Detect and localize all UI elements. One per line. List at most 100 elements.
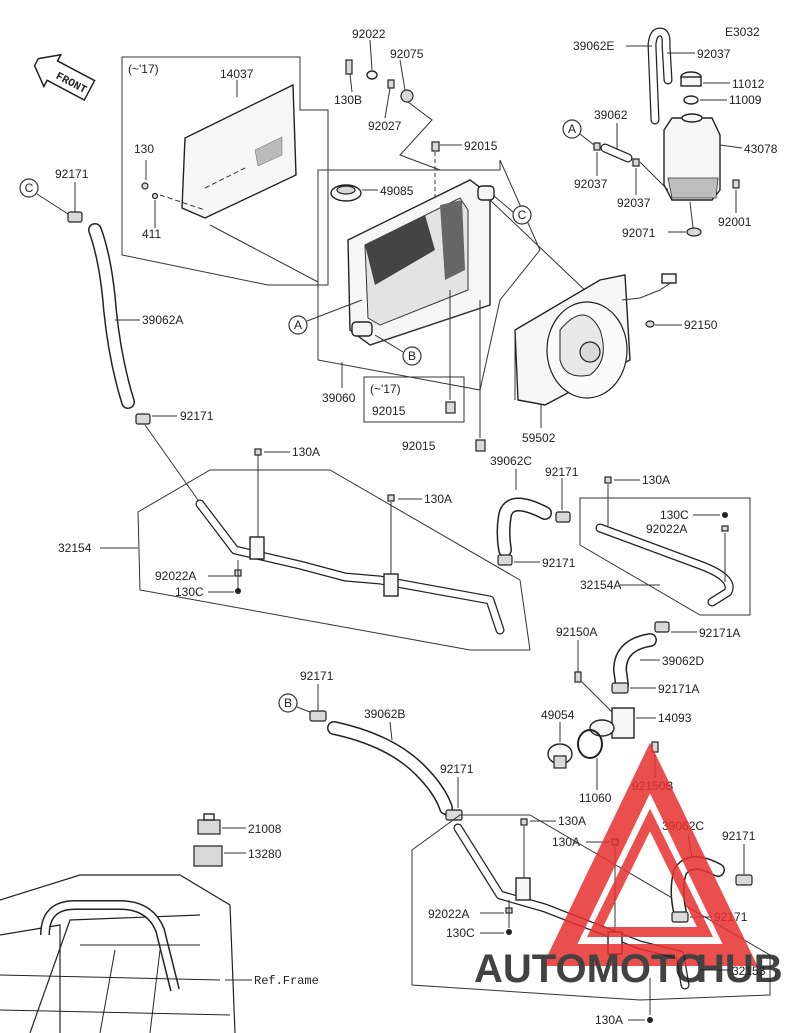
fan-connector (661, 273, 677, 284)
bolt-130A-3 (604, 476, 612, 484)
hose-39062C-top (496, 497, 552, 557)
front-arrow: FRONT (33, 53, 96, 102)
label-11060: 11060 (579, 791, 612, 805)
pipe-32154A-outline (579, 497, 751, 616)
label-39060: 39060 (322, 391, 356, 405)
radiator-14 (347, 179, 495, 346)
label-11009: 11009 (729, 93, 762, 107)
callout-b-lower: B (278, 693, 298, 713)
label-92171-b3: 92171 (722, 829, 756, 843)
frame-reference (0, 874, 236, 1033)
clip-92037-mid (632, 158, 640, 167)
label-130A-4: 130A (558, 814, 586, 828)
svg-text:A: A (568, 122, 576, 136)
callout-b-radiator: B (402, 346, 422, 366)
reservoir-tank-43078 (663, 113, 721, 201)
label-92022A-1: 92022A (155, 569, 196, 583)
label-130B: 130B (334, 93, 362, 107)
label-92171-b1: 92171 (300, 669, 334, 683)
svg-text:B: B (284, 696, 292, 710)
label-92037-mid: 92037 (617, 196, 651, 210)
watermark-text-dark: HUB (696, 947, 783, 991)
grommet-92075 (400, 89, 414, 103)
hose-39062B (327, 721, 453, 815)
label-92150A: 92150A (556, 625, 597, 639)
watermark-logo: AUTOMOTO HUB (474, 742, 783, 991)
clamp-92171-c2 (497, 554, 513, 566)
label-39062E: 39062E (573, 39, 614, 53)
label-92027: 92027 (368, 119, 402, 133)
clamp-92171-b3 (735, 874, 753, 886)
label-39062D: 39062D (662, 654, 704, 668)
label-39062C-top: 39062C (490, 454, 532, 468)
bolt-130B (345, 59, 353, 75)
nut-130C-3 (506, 929, 512, 935)
washer-92022A-2 (721, 525, 729, 532)
label-92171-b2: 92171 (440, 762, 474, 776)
label-14037: 14037 (220, 67, 254, 81)
label-92022A-2: 92022A (646, 522, 687, 536)
label-92171A-2: 92171A (658, 682, 699, 696)
label-92075: 92075 (390, 47, 424, 61)
bolt-130A-4 (520, 818, 528, 826)
pipe-32153-outline (411, 814, 771, 1001)
label-ref-frame: Ref.Frame (254, 974, 319, 988)
label-11012: 11012 (732, 77, 765, 91)
label-411: 411 (142, 227, 161, 241)
clamp-92171A-1 (654, 621, 670, 633)
clip-92150 (645, 320, 655, 328)
label-92150: 92150 (684, 318, 718, 332)
thermostat-49054 (547, 743, 573, 769)
svg-text:C: C (25, 181, 34, 195)
clamp-92171A-2 (611, 682, 629, 694)
clamp-92171-b1 (309, 710, 327, 722)
bolt-92001 (732, 179, 740, 189)
label-13280: 13280 (248, 847, 282, 861)
diagram-code: E3032 (725, 25, 760, 39)
panel-group-outline (121, 56, 329, 286)
bracket-32154-left (249, 536, 265, 560)
washer-92022 (366, 70, 378, 80)
callout-a-left: A (288, 315, 308, 335)
label-130A-5: 130A (552, 835, 580, 849)
bolt-130A-6 (647, 1017, 653, 1023)
label-32154A: 32154A (580, 578, 621, 592)
label-130A-2: 130A (424, 492, 452, 506)
nut-130C-1 (235, 588, 241, 594)
bolt-130A-2 (387, 494, 395, 502)
gasket-11009 (683, 95, 699, 105)
hose-39062A (88, 223, 135, 409)
callout-a-tank: A (562, 119, 582, 139)
label-92015-mid: 92015 (372, 404, 406, 418)
cushion-13280 (193, 845, 223, 867)
label-43078: 43078 (744, 142, 778, 156)
hose-39062D (612, 633, 657, 692)
hose-39062 (600, 143, 633, 163)
label-59502: 59502 (522, 431, 556, 445)
label-39062B: 39062B (364, 707, 405, 721)
clip-92015-mid (445, 401, 456, 414)
label-92171-mid-left: 92171 (180, 409, 214, 423)
label-92022: 92022 (352, 27, 386, 41)
svg-text:A: A (294, 318, 302, 332)
side-panel (159, 83, 297, 219)
label-14093: 14093 (658, 711, 692, 725)
bolt-92150A (574, 671, 582, 683)
label-49054: 49054 (541, 708, 575, 722)
label-32153: 32153 (732, 964, 766, 978)
clip-92015-top (431, 141, 440, 152)
label-39062A: 39062A (142, 313, 183, 327)
year-note-box-92015 (363, 376, 465, 423)
gasket-11060 (577, 729, 603, 759)
year-note-panel: (~'17) (128, 62, 159, 76)
label-21008: 21008 (248, 822, 282, 836)
collar-92027 (387, 79, 395, 89)
label-49085: 49085 (380, 184, 414, 198)
label-130A-3: 130A (642, 473, 670, 487)
label-92171-top-left: 92171 (55, 167, 89, 181)
label-130: 130 (134, 142, 154, 156)
grommet-92071 (686, 227, 702, 237)
callout-c-left: C (19, 178, 39, 198)
bolt-130A-1 (254, 448, 262, 456)
